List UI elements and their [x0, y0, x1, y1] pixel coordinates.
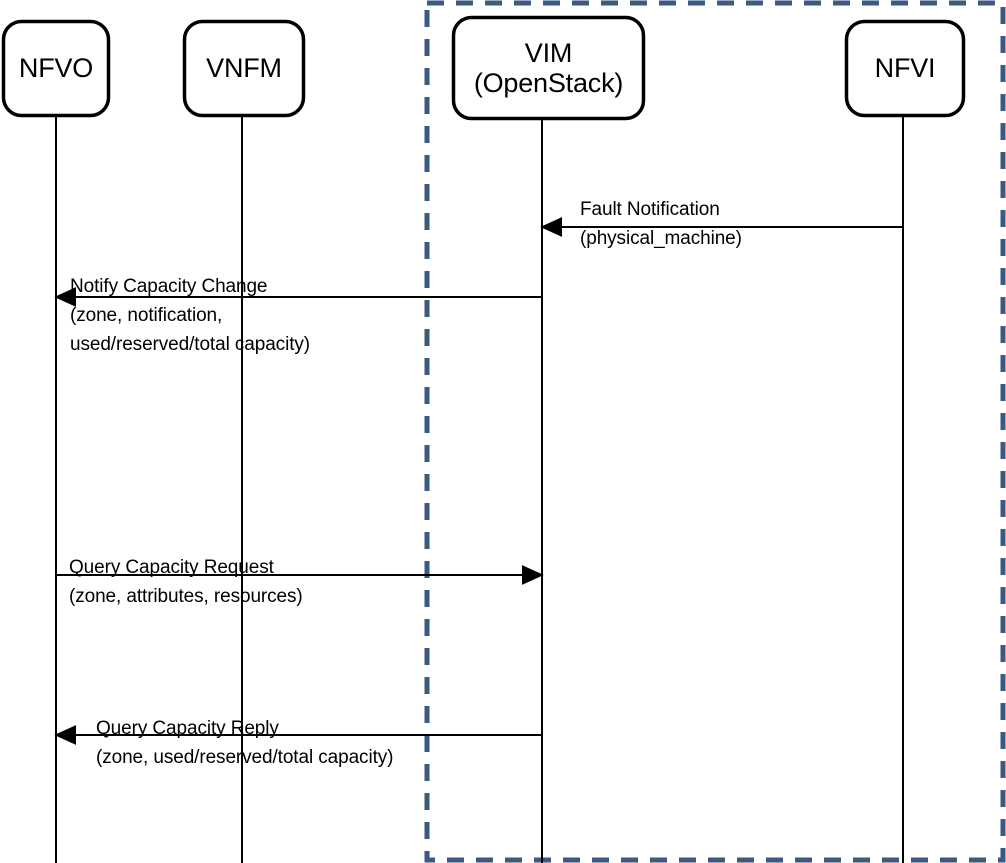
message-label-line: used/reserved/total capacity): [70, 334, 310, 355]
message-label-line: (zone, notification,: [70, 305, 223, 326]
message-label-line: (zone, attributes, resources): [69, 586, 303, 607]
actor-boxes-layer: [1, 15, 966, 121]
message-label-notify-capacity-change: Notify Capacity Change (zone, notificatio…: [70, 277, 310, 354]
message-label-fault-notification: Fault Notification (physical_machine): [580, 200, 742, 248]
boundary-dashed-rect: [424, 0, 1006, 863]
lifelines-layer: [55, 117, 904, 863]
message-label-query-capacity-request: Query Capacity Request (zone, attributes,…: [69, 558, 303, 606]
message-label-line: (physical_machine): [580, 228, 742, 249]
message-label-line: Query Capacity Reply: [96, 718, 279, 739]
message-label-line: (zone, used/reserved/total capacity): [96, 747, 394, 768]
actor-box-vim[interactable]: [451, 15, 646, 121]
message-label-line: Notify Capacity Change: [70, 276, 268, 297]
actor-box-nfvo[interactable]: [1, 19, 111, 118]
nfvi-domain-boundary: [424, 0, 1006, 863]
actor-box-nfvi[interactable]: [844, 19, 966, 118]
message-label-line: Fault Notification: [580, 199, 720, 220]
message-label-line: Query Capacity Request: [69, 557, 274, 578]
message-label-query-capacity-reply: Query Capacity Reply (zone, used/reserved…: [96, 719, 393, 767]
message-arrows-layer: [54, 217, 903, 745]
actor-box-vnfm[interactable]: [182, 19, 306, 118]
